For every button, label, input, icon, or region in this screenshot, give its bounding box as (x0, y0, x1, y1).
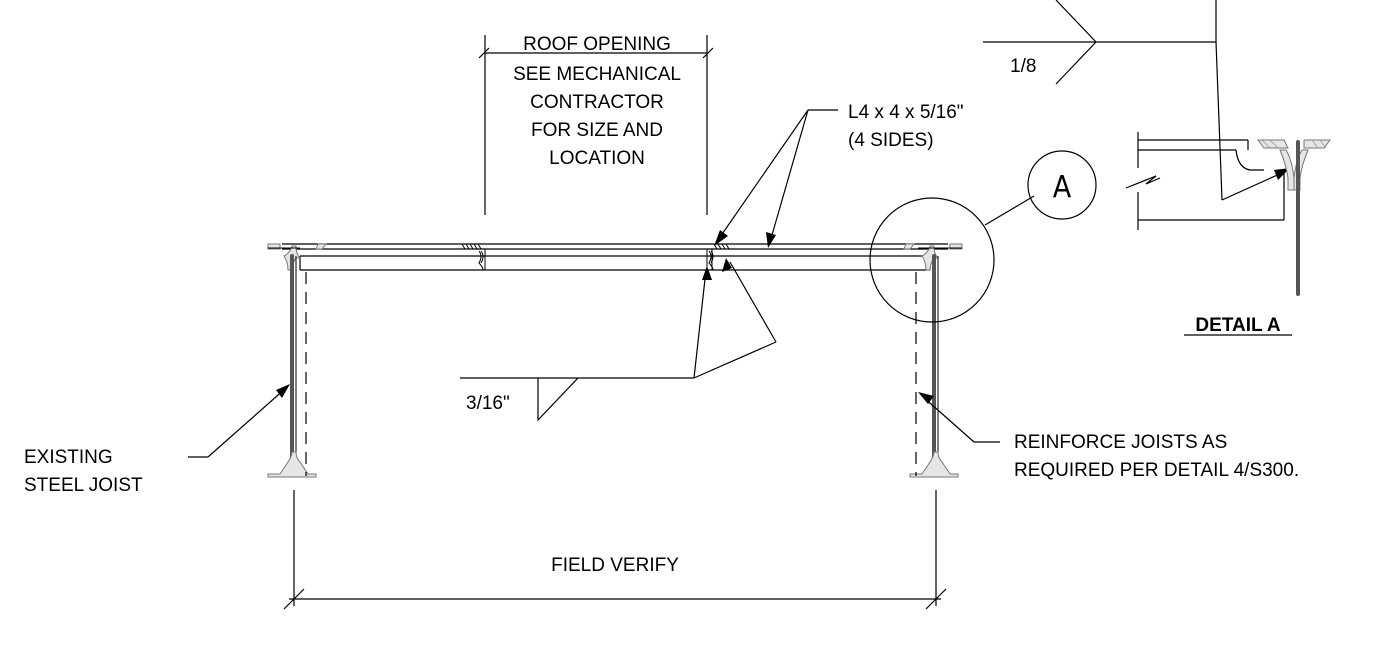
reinforce-leader (918, 392, 1000, 443)
steel-joist-label: STEEL JOIST (24, 475, 143, 496)
location-label: LOCATION (549, 148, 645, 169)
detail-a-title: DETAIL A (1195, 315, 1280, 336)
detail-a-tag (1027, 150, 1097, 220)
angle-sides-label: (4 SIDES) (848, 130, 934, 151)
for-size-label: FOR SIZE AND (531, 120, 663, 141)
angle-size-label: L4 x 4 x 5/16" (848, 102, 964, 123)
roof-framing (267, 243, 963, 271)
roof-opening-label: ROOF OPENING (523, 34, 671, 55)
existing-label: EXISTING (24, 447, 113, 468)
reinforce-label-1: REINFORCE JOISTS AS (1014, 432, 1227, 453)
reinforce-label-2: REQUIRED PER DETAIL 4/S300. (1014, 460, 1299, 481)
roof-opening-dimension (478, 35, 714, 215)
see-mechanical-label: SEE MECHANICAL (513, 64, 681, 85)
angle-leader (714, 109, 838, 248)
weld-main-symbol (460, 258, 777, 422)
field-verify-dimension (283, 490, 947, 610)
detail-tag-label: A (1053, 170, 1072, 205)
weld-top-symbol (983, 0, 1290, 201)
field-verify-label: FIELD VERIFY (551, 555, 679, 576)
left-joist (267, 254, 317, 478)
detail-a-circle (869, 197, 995, 323)
right-joist (909, 254, 959, 478)
weld-main-label: 3/16" (466, 393, 510, 414)
weld-top-label: 1/8 (1010, 56, 1036, 77)
contractor-label: CONTRACTOR (530, 92, 664, 113)
detail-a-drawing (1125, 132, 1331, 296)
existing-joist-leader (188, 384, 290, 458)
